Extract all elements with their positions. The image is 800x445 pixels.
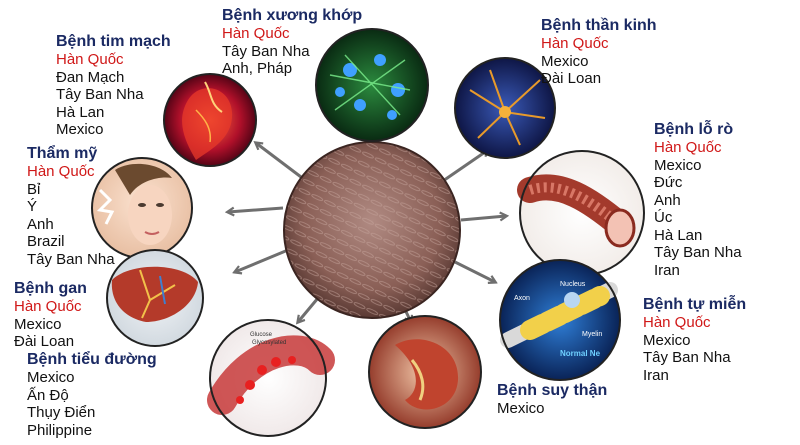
country-item: Philippine <box>27 421 93 439</box>
disease-title: Bệnh tiểu đường <box>27 351 157 368</box>
liver-icon <box>106 249 204 347</box>
country-item: Anh <box>654 191 681 209</box>
country-item: Hàn Quốc <box>654 139 722 156</box>
disease-title: Bệnh suy thận <box>497 382 608 399</box>
disease-title: Thẩm mỹ <box>27 145 98 162</box>
country-item: Tây Ban Nha <box>27 250 115 268</box>
country-item: Mexico <box>56 121 104 138</box>
myelin-label: Myelin <box>582 331 602 338</box>
country-item: Hàn Quốc <box>541 35 609 52</box>
country-item: Mexico <box>14 315 62 333</box>
country-item: Đan Mạch <box>56 68 125 86</box>
country-item: Mexico <box>541 52 589 70</box>
face-icon <box>91 157 193 259</box>
arrow-to-liver <box>235 248 289 272</box>
country-item: Anh <box>27 215 54 233</box>
kidney-icon <box>368 315 482 429</box>
country-item: Hàn Quốc <box>27 163 95 180</box>
country-item: Hàn Quốc <box>222 25 290 42</box>
heart-icon <box>163 73 257 167</box>
disease-title: Bệnh tim mạch <box>56 33 171 50</box>
arrow-to-cardio <box>256 143 306 182</box>
country-item: Mexico <box>654 156 702 174</box>
country-item: Tây Ban Nha <box>56 86 144 103</box>
country-item: Iran <box>654 261 680 279</box>
disease-title: Bệnh tự miễn <box>643 296 747 313</box>
disease-title: Bệnh thần kinh <box>541 17 657 34</box>
nucleus-label: Nucleus <box>560 281 586 288</box>
arrow-to-fistula <box>460 216 506 222</box>
country-item: Hàn Quốc <box>56 51 124 68</box>
country-item: Hà Lan <box>654 226 703 244</box>
disease-title: Bệnh xương khớp <box>222 7 363 24</box>
country-item: Đài Loan <box>541 70 602 87</box>
blood-vessel-icon: Glucose Glycosylated <box>207 319 335 437</box>
country-item: Thụy Điển <box>27 404 96 421</box>
intestine-icon <box>517 150 645 276</box>
center-culture-image <box>283 141 461 319</box>
country-item: Anh, Pháp <box>222 60 293 77</box>
glycosylated-label: Glycosylated <box>252 340 286 346</box>
country-item: Ý <box>27 198 38 215</box>
bone-cell-icon <box>315 28 429 142</box>
axon-label: Axon <box>514 295 530 302</box>
country-item: Mexico <box>27 369 75 386</box>
country-item: Hàn Quốc <box>643 314 711 331</box>
country-item: Tây Ban Nha <box>643 349 731 366</box>
arrow-to-neuro <box>439 150 488 185</box>
country-item: Tây Ban Nha <box>222 42 310 60</box>
country-item: Mexico <box>643 331 691 349</box>
glucose-label: Glucose <box>250 332 273 338</box>
country-item: Đài Loan <box>14 333 75 350</box>
arrow-to-autoimmune <box>454 260 495 282</box>
country-item: Hà Lan <box>56 103 105 121</box>
country-item: Mexico <box>497 400 545 417</box>
country-item: Đức <box>654 174 683 191</box>
country-item: Brazil <box>27 233 65 250</box>
country-item: Iran <box>643 366 669 384</box>
country-item: Bỉ <box>27 180 41 198</box>
normal-nerve-label: Normal Ne <box>560 349 601 358</box>
country-item: Tây Ban Nha <box>654 244 742 261</box>
disease-title: Bệnh lỗ rò <box>654 121 734 138</box>
arrow-to-cosmetic <box>228 206 284 212</box>
country-item: Ấn Độ <box>27 386 69 404</box>
country-item: Úc <box>654 209 673 226</box>
nerve-fiber-icon: Axon Nucleus Myelin Normal Ne <box>499 259 621 381</box>
neuron-icon <box>454 57 556 159</box>
country-item: Hàn Quốc <box>14 298 82 315</box>
disease-title: Bệnh gan <box>14 280 87 297</box>
